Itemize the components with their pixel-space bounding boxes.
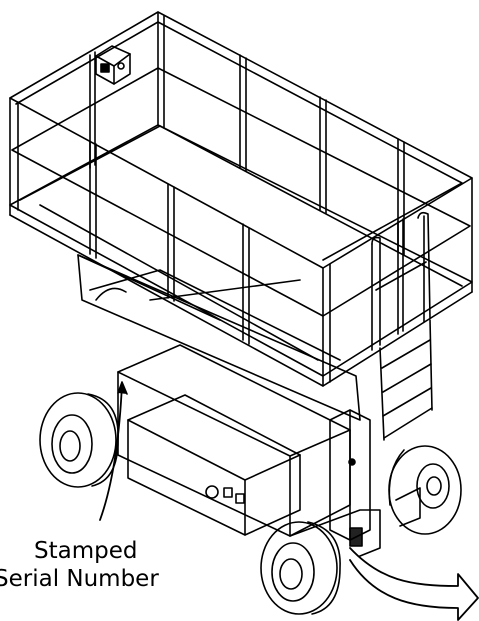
direction-arrow [349, 547, 479, 621]
scissor-arms [77, 254, 361, 421]
wheel-front-right [260, 521, 341, 615]
control-box [95, 45, 131, 85]
chassis [117, 344, 421, 561]
ladder [379, 319, 433, 441]
callout-line-1: Stamped [34, 538, 138, 564]
wheel-front-left [39, 392, 119, 488]
wheel-rear-right [388, 445, 462, 535]
guard-rail-cage [9, 11, 473, 387]
callout-line-2: Serial Number [0, 566, 159, 592]
entry-gate [371, 211, 431, 351]
leader-line [99, 383, 123, 521]
